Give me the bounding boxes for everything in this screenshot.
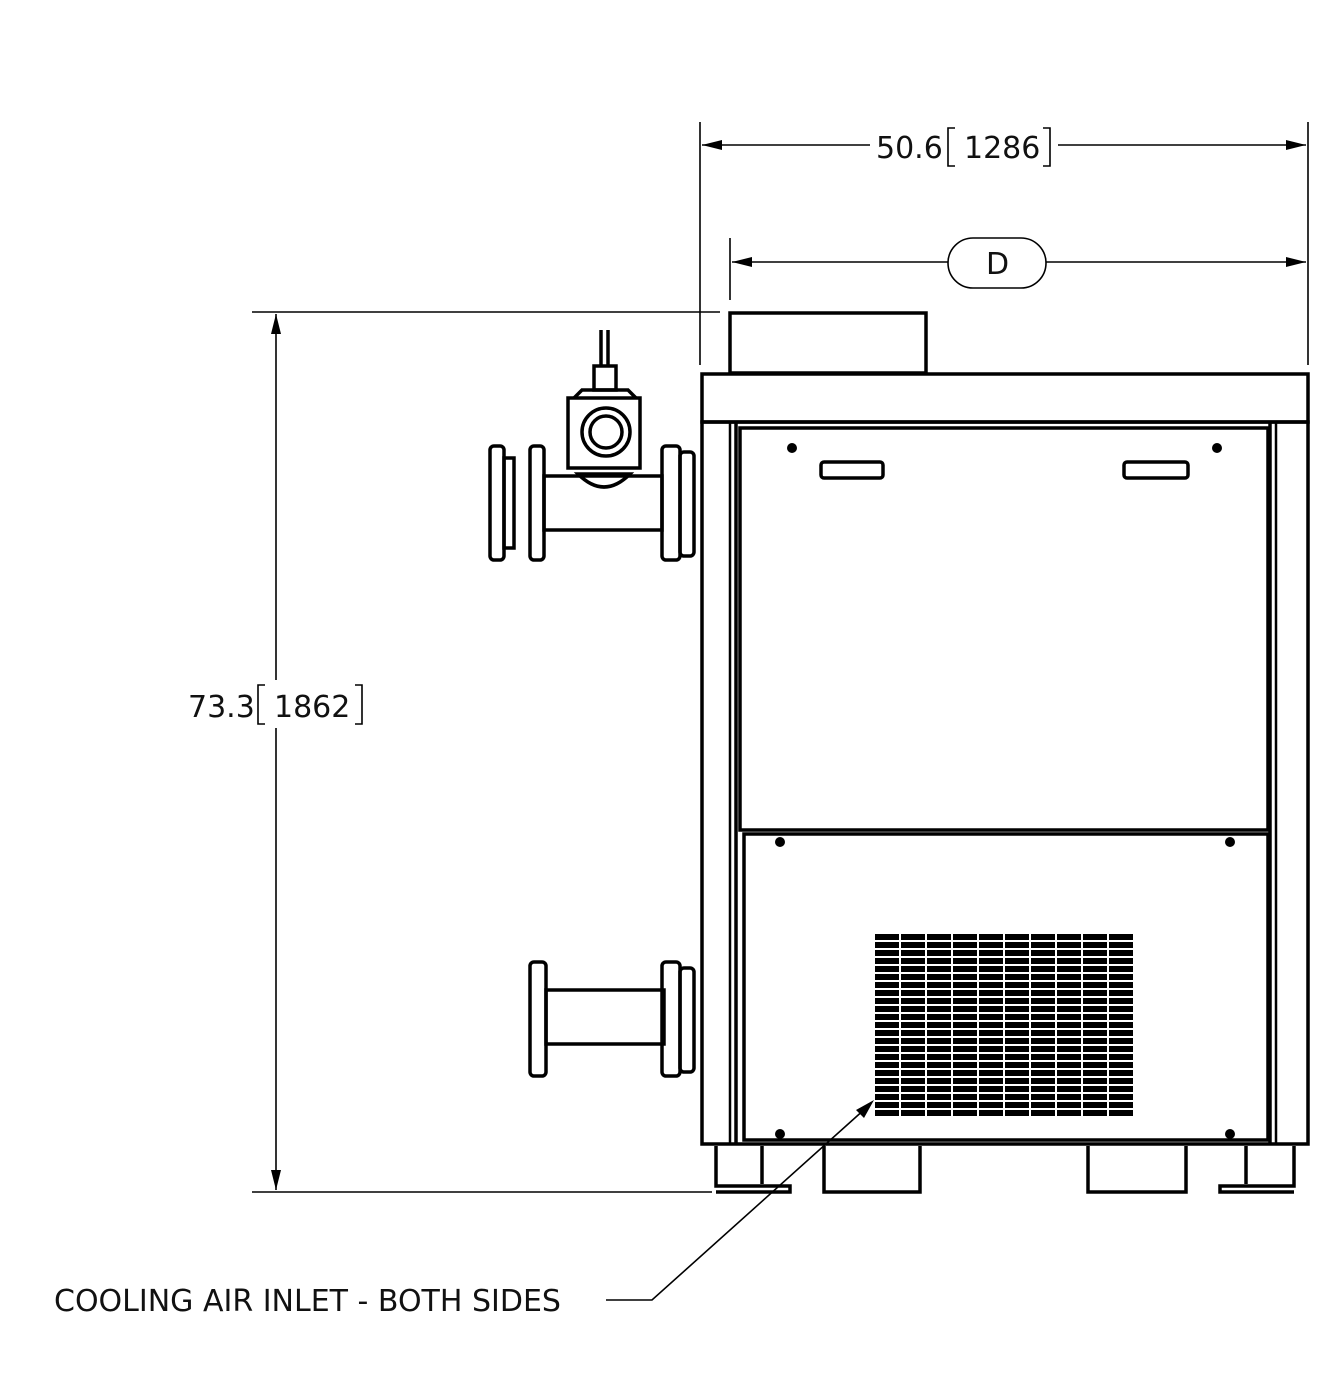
foot-right-outer <box>1218 1146 1296 1194</box>
height-dimension: 73.3 1862 <box>188 311 720 1193</box>
width-mm-value: 1286 <box>964 131 1040 166</box>
d-dimension: D <box>729 237 1306 300</box>
valve-actuator <box>592 364 618 392</box>
upper-panel-handle-right <box>1122 460 1190 480</box>
d-balloon <box>947 237 1047 289</box>
d-label: D <box>986 247 1009 282</box>
foot-left-outer <box>714 1146 792 1194</box>
width-dimension: 50.6 1286 <box>699 122 1309 365</box>
top-cap <box>700 372 1310 424</box>
upper-panel-handle-left <box>819 460 885 480</box>
cabinet <box>700 311 1310 1194</box>
cooling-air-callout: COOLING AIR INLET - BOTH SIDES <box>54 1100 874 1319</box>
upper-flange-1 <box>488 444 506 562</box>
cooling-air-grille <box>875 934 1135 1118</box>
height-mm-value: 1862 <box>274 690 350 725</box>
lower-panel-screw-tl <box>775 837 785 847</box>
valve-base <box>573 472 635 489</box>
lower-flange-1 <box>528 960 548 1078</box>
height-bracket-left <box>257 684 265 725</box>
valve-cable <box>599 330 610 366</box>
upper-flange-3 <box>528 444 546 562</box>
width-inch-value: 50.6 <box>876 131 943 166</box>
valve-body <box>566 396 642 470</box>
upper-flange-4 <box>660 444 682 562</box>
lower-panel-screw-tr <box>1225 837 1235 847</box>
foot-center-left <box>822 1146 922 1194</box>
upper-pipe-assembly <box>488 330 696 562</box>
callout-leader <box>606 1107 867 1301</box>
upper-pipe <box>542 474 664 532</box>
width-bracket-right <box>1043 127 1051 167</box>
upper-flange-5 <box>678 450 696 558</box>
upper-flange-2 <box>502 456 516 550</box>
callout-text: COOLING AIR INLET - BOTH SIDES <box>54 1284 561 1319</box>
height-inch-value: 73.3 <box>188 690 255 725</box>
valve-gauge-inner <box>588 414 624 450</box>
lower-flange-3 <box>678 966 696 1074</box>
lower-panel-screw-br <box>1225 1129 1235 1139</box>
foot-center-right <box>1086 1146 1188 1194</box>
cabinet-body <box>700 420 1310 1146</box>
lower-panel-screw-bl <box>775 1129 785 1139</box>
lower-panel <box>742 832 1270 1142</box>
lower-pipe <box>544 988 666 1046</box>
upper-panel-screw-left <box>787 443 797 453</box>
height-bracket-right <box>355 684 363 725</box>
width-bracket-left <box>947 127 955 167</box>
callout-arrowhead <box>856 1100 874 1118</box>
upper-panel <box>738 426 1270 832</box>
valve-gauge-outer <box>580 406 632 458</box>
lower-pipe-assembly <box>528 960 696 1078</box>
upper-panel-screw-right <box>1212 443 1222 453</box>
top-box <box>728 311 928 375</box>
